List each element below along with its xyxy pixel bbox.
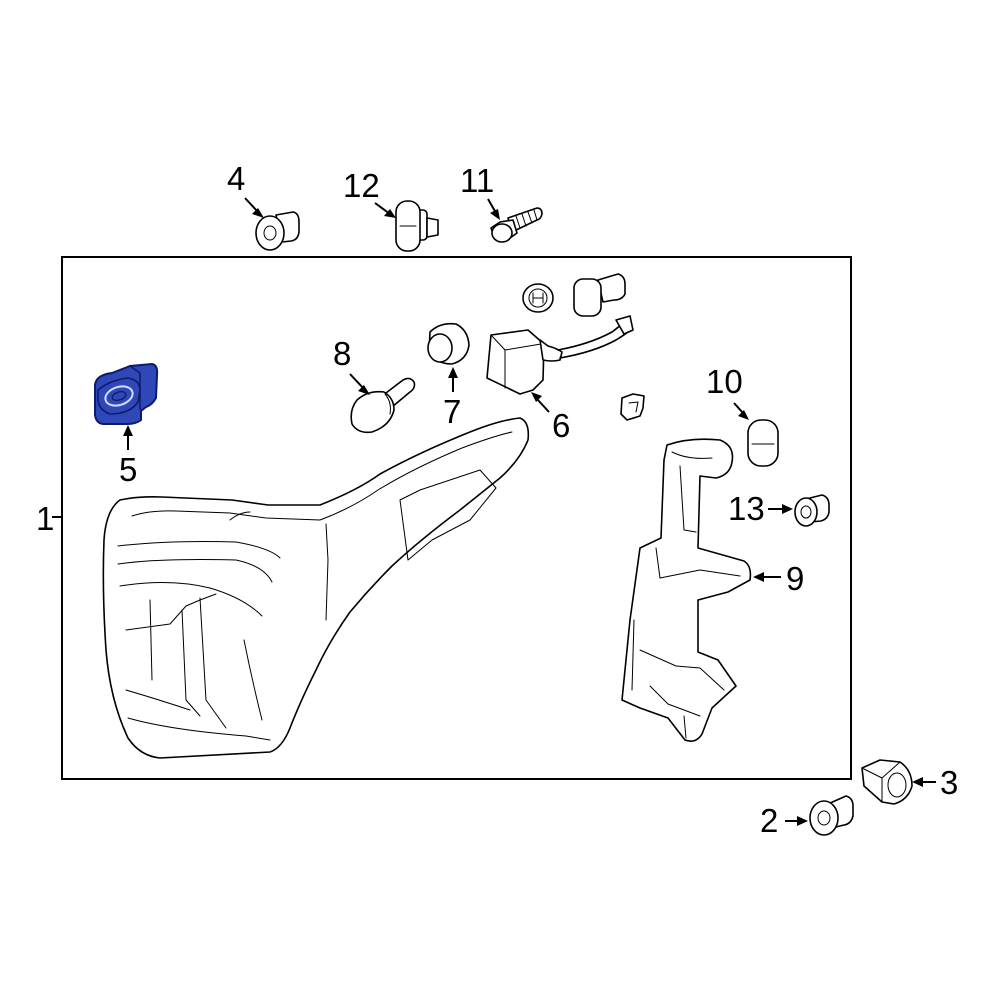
- part-8-bulb[interactable]: [350, 377, 416, 434]
- callout-3-label: 3: [940, 764, 958, 801]
- part-12-grommet[interactable]: [395, 200, 439, 252]
- callout-11-label: 11: [460, 162, 494, 199]
- callout-12-label: 12: [343, 167, 380, 204]
- part-9-bracket[interactable]: [621, 438, 752, 742]
- callout-6[interactable]: 6: [531, 392, 570, 444]
- part-11-bolt[interactable]: [490, 207, 543, 243]
- callout-5-label: 5: [119, 451, 137, 488]
- callout-7-label: 7: [443, 393, 461, 430]
- callout-1-label: 1: [36, 500, 54, 537]
- callout-8-label: 8: [333, 335, 351, 372]
- callout-7[interactable]: 7: [443, 367, 461, 430]
- callout-10[interactable]: 10: [706, 363, 749, 420]
- callout-6-label: 6: [552, 407, 570, 444]
- part-7-socket[interactable]: [427, 322, 470, 365]
- callout-5[interactable]: 5: [119, 425, 137, 488]
- callout-4[interactable]: 4: [227, 160, 264, 218]
- callout-2-label: 2: [760, 802, 778, 839]
- part-13-push-pin[interactable]: [794, 494, 830, 527]
- callout-3[interactable]: 3: [912, 764, 958, 801]
- part-3-cap[interactable]: [861, 759, 913, 805]
- part-4-push-pin[interactable]: [255, 211, 300, 251]
- callout-13-label: 13: [728, 490, 765, 527]
- callout-4-label: 4: [227, 160, 245, 197]
- callout-11[interactable]: 11: [460, 162, 500, 220]
- callout-13[interactable]: 13: [728, 490, 793, 527]
- part-10-grommet[interactable]: [747, 419, 779, 467]
- part-6-harness[interactable]: [486, 273, 645, 421]
- part-1-lamp-housing[interactable]: [102, 417, 530, 759]
- callout-9[interactable]: 9: [753, 560, 804, 597]
- callout-12[interactable]: 12: [343, 167, 396, 218]
- part-2-push-pin[interactable]: [809, 795, 854, 836]
- callout-9-label: 9: [786, 560, 804, 597]
- callout-8[interactable]: 8: [333, 335, 370, 395]
- callout-1[interactable]: 1: [36, 500, 62, 537]
- part-5-bracket-highlighted[interactable]: [94, 362, 159, 425]
- callout-2[interactable]: 2: [760, 802, 808, 839]
- callout-10-label: 10: [706, 363, 743, 400]
